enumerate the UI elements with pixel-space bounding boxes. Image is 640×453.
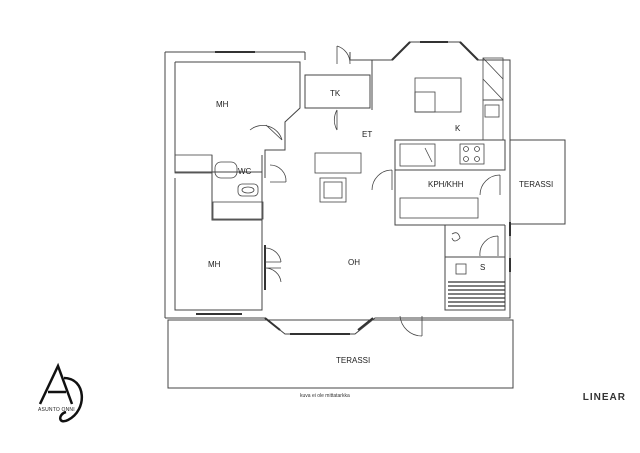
shower-icon <box>451 232 461 242</box>
inner-wall-mh-top <box>174 62 262 173</box>
wardrobe <box>212 201 264 220</box>
room-label-et: ET <box>362 130 373 139</box>
room-label-kph-khh: KPH/KHH <box>428 180 464 189</box>
window <box>264 317 281 331</box>
door-arc <box>269 164 287 183</box>
inner-wall-wc <box>211 155 263 221</box>
room-label-terassi-right: TERASSI <box>519 180 554 189</box>
stove <box>482 57 504 101</box>
brand-linear: LINEAR <box>582 392 626 403</box>
door-arc <box>249 124 283 141</box>
inner-wall <box>175 61 301 178</box>
sauna-stove <box>455 263 467 275</box>
room-label-wc: WC <box>238 167 252 176</box>
door-arc <box>333 109 338 131</box>
inner-wall-kph <box>394 139 506 171</box>
door-arc <box>479 235 499 257</box>
room-label-k: K <box>455 124 461 133</box>
room-label-mh-bottom: MH <box>208 260 221 269</box>
window <box>391 41 411 61</box>
fireplace <box>319 177 347 203</box>
toilet <box>214 161 238 179</box>
terrace-bottom <box>167 319 514 389</box>
inner-wall-s <box>444 225 506 311</box>
door-arc <box>399 315 423 337</box>
kitchen-island <box>414 77 462 113</box>
outer-wall-bottom <box>165 225 511 335</box>
kitchen-stool <box>414 91 436 113</box>
door-arc <box>479 174 501 196</box>
door-arc <box>336 45 351 65</box>
logo-caption: ASUNTO ONNI <box>38 407 75 413</box>
door-arc <box>264 247 282 263</box>
inner-wall-mh-bottom <box>174 178 263 311</box>
window <box>357 317 374 331</box>
terrace-right <box>509 139 566 225</box>
door-arc <box>371 169 393 191</box>
room-label-s: S <box>480 263 486 272</box>
sink <box>484 104 500 118</box>
fridge <box>399 143 436 167</box>
shelf-unit <box>314 152 362 174</box>
inner-wall-kph-room <box>394 170 505 226</box>
asunto-onni-logo <box>38 362 84 423</box>
window <box>459 41 479 61</box>
wardrobe <box>174 154 213 174</box>
kitchen-counter <box>482 99 504 141</box>
room-label-mh-top: MH <box>216 100 229 109</box>
room-label-tk: TK <box>330 89 341 98</box>
utility-counter <box>399 197 479 219</box>
inner-wall-tk <box>304 74 371 109</box>
cooktop <box>459 143 485 165</box>
room-label-oh: OH <box>348 258 360 267</box>
door-arc <box>264 267 282 283</box>
scale-note: kuva ei ole mittatarkka <box>300 393 350 399</box>
room-label-terassi-bottom: TERASSI <box>336 356 371 365</box>
washbasin <box>237 183 259 197</box>
